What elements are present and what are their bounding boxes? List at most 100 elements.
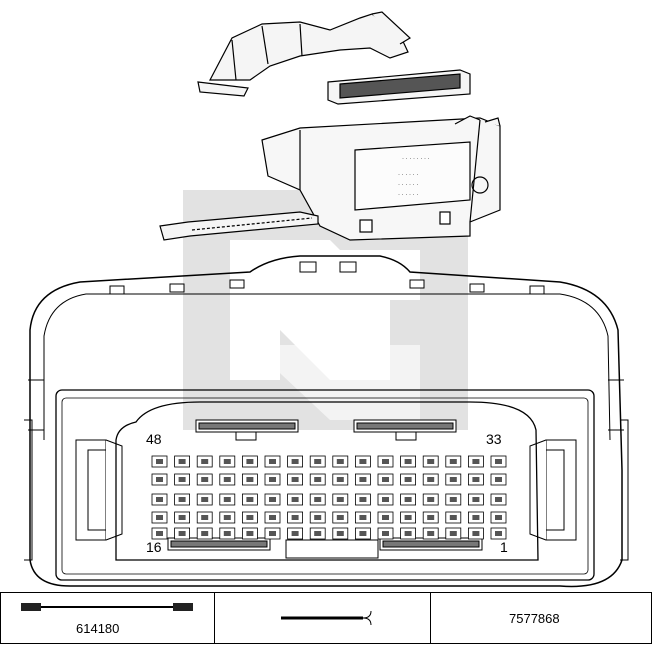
- housing-marking-text: · · · · · · · · · · · · · · · · · · · · …: [398, 156, 430, 198]
- pin-contact: [246, 497, 254, 502]
- pin-contact: [495, 531, 502, 536]
- pin-contact: [291, 459, 299, 464]
- pin-contact: [178, 497, 186, 502]
- pin-label-16: 16: [146, 539, 162, 555]
- slider-part: [159, 211, 319, 241]
- pin-contact: [178, 531, 186, 536]
- pin-contact: [336, 531, 344, 536]
- pin-contact: [201, 477, 209, 482]
- pin-contact: [201, 515, 209, 520]
- cable-icon: [21, 603, 193, 611]
- pin-contact: [291, 531, 299, 536]
- pin-contact: [178, 515, 186, 520]
- pin-contact: [472, 459, 480, 464]
- pin-field-frame: [115, 401, 539, 561]
- pin-contact: [359, 531, 367, 536]
- top-edge-notches: [109, 261, 545, 295]
- pin-contact: [178, 477, 186, 482]
- pin-contact: [427, 497, 435, 502]
- keying-bars-bottom: [167, 537, 483, 559]
- pin-contact: [246, 515, 254, 520]
- side-latch-left: [75, 439, 123, 541]
- pin-contact: [382, 459, 389, 464]
- pin-contact: [201, 531, 209, 536]
- pin-contact: [223, 497, 231, 502]
- pin-contact: [314, 477, 322, 482]
- connector-part-cell: 7577868: [431, 593, 649, 643]
- pin-contact: [336, 459, 344, 464]
- pin-contact: [382, 477, 389, 482]
- pin-contact: [246, 477, 254, 482]
- svg-text:· · · · · ·: · · · · · ·: [398, 192, 418, 198]
- connector-drawing: · · · · · · · · · · · · · · · · · · · · …: [24, 11, 629, 588]
- connector-part-number: 7577868: [509, 611, 560, 626]
- pin-contact: [314, 497, 322, 502]
- pin-contact: [472, 515, 480, 520]
- keying-bars-top: [195, 419, 457, 441]
- pin-contact: [472, 497, 480, 502]
- pin-contact: [336, 515, 344, 520]
- pin-contact: [223, 515, 231, 520]
- pin-contact: [404, 459, 412, 464]
- pin-contact: [336, 477, 344, 482]
- pin-contact: [427, 531, 435, 536]
- pin-contact: [314, 531, 322, 536]
- pin-contact: [156, 459, 163, 464]
- pin-contact: [359, 459, 367, 464]
- pin-contact: [246, 459, 254, 464]
- connector-svg: · · · · · · · · · · · · · · · · · · · · …: [24, 11, 629, 588]
- pin-contact: [156, 515, 163, 520]
- pin-contact: [291, 515, 299, 520]
- cable-part-number: 614180: [76, 621, 120, 636]
- pin-contact: [359, 497, 367, 502]
- pin-contact: [336, 497, 344, 502]
- side-latch-right: [529, 439, 577, 541]
- pin-contact: [156, 497, 163, 502]
- pin-contact: [156, 477, 163, 482]
- cable-cell: 614180: [1, 593, 215, 643]
- pin-contact: [291, 497, 299, 502]
- pin-contact: [269, 515, 276, 520]
- pin-contact: [427, 459, 435, 464]
- pin-contact: [495, 459, 502, 464]
- pin-contact: [495, 477, 502, 482]
- main-connector-housing: [24, 255, 629, 588]
- pin-contact: [449, 477, 457, 482]
- pin-contact: [223, 477, 231, 482]
- pin-contact: [449, 497, 457, 502]
- pin-contact: [156, 531, 163, 536]
- terminal-cell: [215, 593, 431, 643]
- terminal-block-part: [327, 69, 471, 105]
- inner-frame: [55, 389, 595, 581]
- pin-contact: [269, 477, 276, 482]
- pin-contact: [495, 515, 502, 520]
- pin-contact: [427, 515, 435, 520]
- pin-contact: [382, 515, 389, 520]
- pin-contact: [201, 497, 209, 502]
- pin-contact: [382, 531, 389, 536]
- pin-contact: [449, 515, 457, 520]
- housing-part: [261, 115, 501, 241]
- pin-contact: [404, 477, 412, 482]
- pin-contact: [427, 477, 435, 482]
- top-latch-part: [197, 11, 411, 97]
- pin-grid: [151, 455, 507, 540]
- pin-contact: [291, 477, 299, 482]
- pin-contact: [495, 497, 502, 502]
- pin-label-1: 1: [500, 539, 508, 555]
- svg-text:· · · · · ·: · · · · · ·: [398, 182, 418, 188]
- pin-contact: [404, 497, 412, 502]
- svg-text:· · · · · ·: · · · · · ·: [398, 172, 418, 178]
- pin-contact: [246, 531, 254, 536]
- pin-contact: [269, 531, 276, 536]
- pin-label-33: 33: [486, 431, 502, 447]
- pin-contact: [269, 459, 276, 464]
- pin-contact: [314, 515, 322, 520]
- pin-contact: [178, 459, 186, 464]
- pin-contact: [404, 515, 412, 520]
- pin-label-48: 48: [146, 431, 162, 447]
- pin-contact: [223, 531, 231, 536]
- pin-contact: [404, 531, 412, 536]
- part-info-table: 614180 7577868: [0, 592, 652, 644]
- wire-terminal-icon: [281, 610, 372, 626]
